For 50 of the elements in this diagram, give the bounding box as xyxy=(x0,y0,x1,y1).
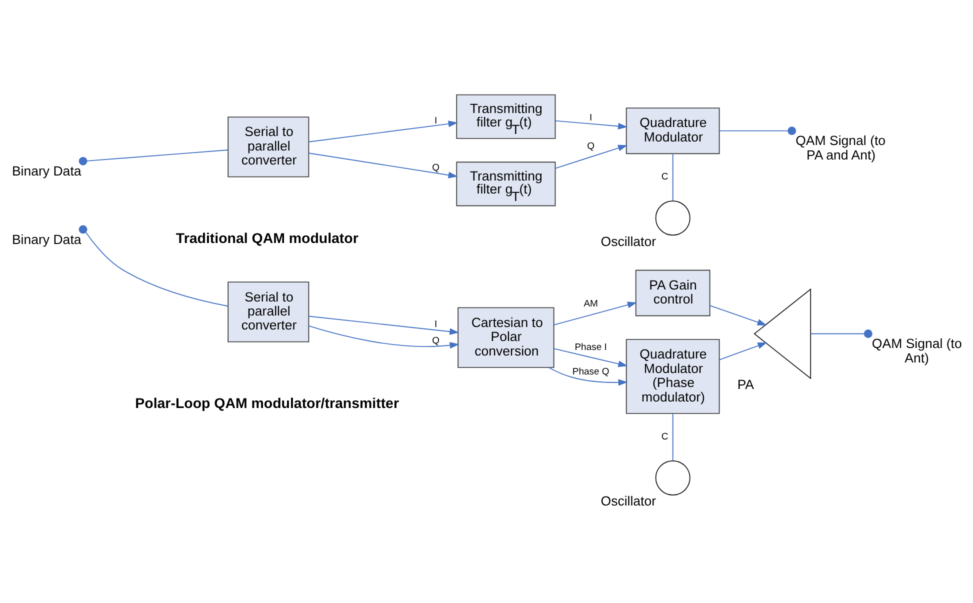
edge-label: AM xyxy=(584,298,598,309)
node-label: QAM Signal (to PA and Ant) xyxy=(796,132,886,162)
node-label: PA xyxy=(737,376,754,392)
node-box: Serial to parallel converter xyxy=(228,281,310,342)
arrow xyxy=(709,304,767,325)
node-circle xyxy=(655,200,690,236)
arrow xyxy=(554,301,638,325)
node-circle xyxy=(655,460,690,495)
edge-label: Phase Q xyxy=(572,366,610,378)
arrow xyxy=(308,152,458,178)
node-box: PA Gain control xyxy=(635,269,710,316)
node-label: Oscillator xyxy=(600,233,656,248)
node-dot xyxy=(864,329,872,338)
edge-label: Phase I xyxy=(574,341,607,352)
connector xyxy=(672,152,674,201)
arrow xyxy=(548,366,628,386)
connector xyxy=(86,149,228,161)
node-dot xyxy=(78,224,88,234)
node-label: Oscillator xyxy=(600,493,656,508)
edge-label: Q xyxy=(432,162,440,174)
label: Traditional QAM modulator xyxy=(176,230,358,247)
node-box: Serial to parallel converter xyxy=(228,116,310,177)
edge-label: I xyxy=(434,114,438,126)
node-triangle xyxy=(754,288,812,379)
arrow xyxy=(308,324,460,348)
node-dot xyxy=(788,126,796,135)
arrow xyxy=(308,120,458,142)
arrow xyxy=(555,144,628,168)
edge-label: I xyxy=(589,112,592,123)
arrow xyxy=(308,315,460,334)
edge-label: I xyxy=(434,318,438,330)
connector xyxy=(86,231,228,306)
arrow xyxy=(554,348,628,367)
node-label: QAM Signal (to Ant) xyxy=(872,336,962,365)
edge-label: Q xyxy=(587,140,594,152)
node-box: Quadrature Modulator xyxy=(626,107,720,154)
node-dot xyxy=(78,156,88,165)
label: Polar-Loop QAM modulator/transmitter xyxy=(135,396,400,412)
node-label: Binary Data xyxy=(12,163,82,178)
arrow xyxy=(718,342,768,360)
arrow xyxy=(555,120,628,130)
node-box: Quadrature Modulator (Phase modulator) xyxy=(626,338,720,414)
node-box: Cartesian to Polar conversion xyxy=(458,306,554,368)
edge-label: C xyxy=(661,171,668,182)
connector xyxy=(810,332,865,334)
edge-label: Q xyxy=(432,334,440,346)
connector xyxy=(718,130,788,131)
connector xyxy=(672,412,674,461)
edge-label: C xyxy=(661,431,668,442)
node-label: Binary Data xyxy=(12,231,82,246)
